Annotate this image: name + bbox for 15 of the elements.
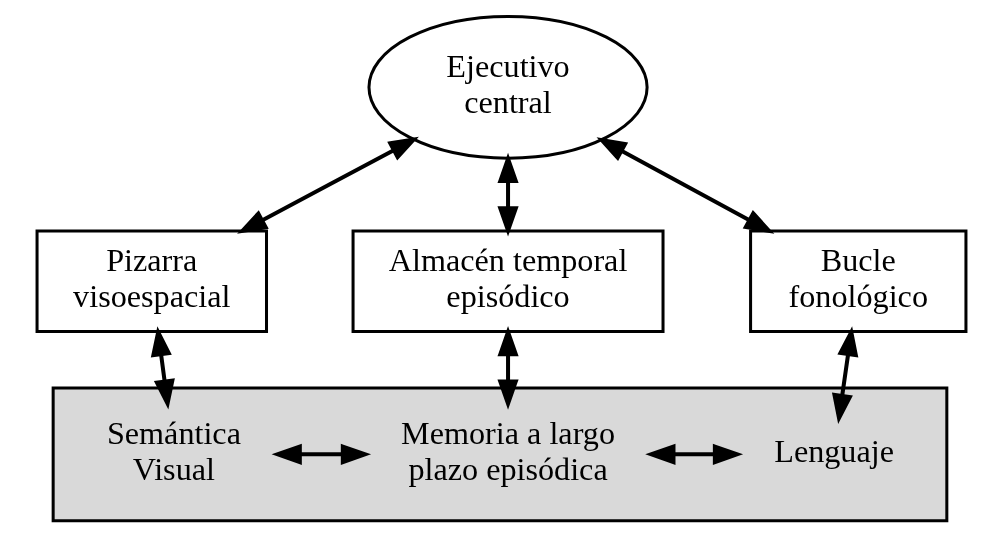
node-box: Pizarra visoespacial [35,229,268,334]
arrow [237,136,419,234]
node-box: Almacén temporal episódico [351,229,665,334]
node-text: Semántica Visual [106,414,241,488]
arrow [645,443,744,465]
arrow [150,326,175,410]
arrow [497,326,519,410]
node-text: Memoria a largo plazo episódica [401,414,615,488]
node-box: Bucle fonológico [749,229,968,334]
arrow [271,443,372,465]
node-text: Lenguaje [774,432,894,469]
arrow [831,326,859,425]
arrow [596,137,775,234]
cluster [51,386,949,523]
arrow [497,152,519,237]
